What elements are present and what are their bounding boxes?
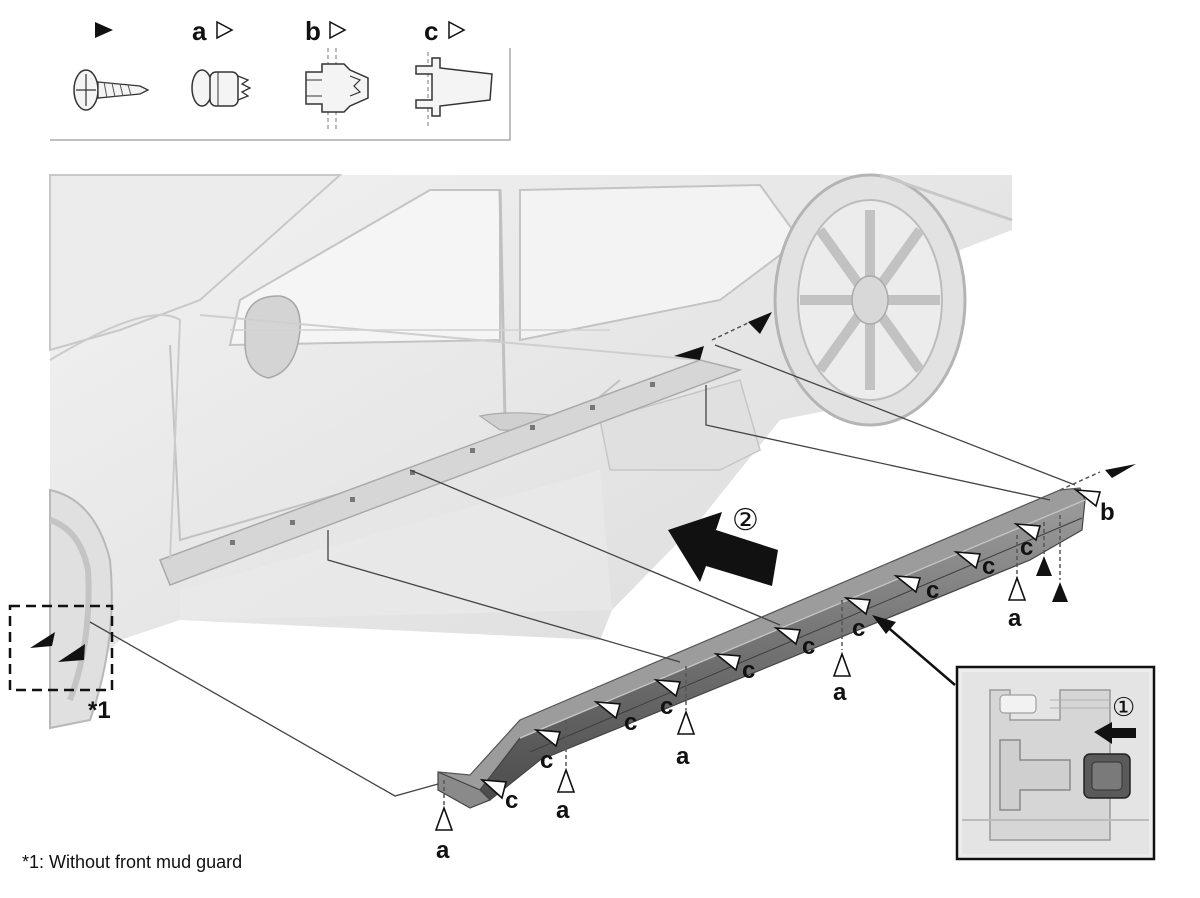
screw-marker [748,312,772,334]
clip-b-icon [305,48,369,130]
label-a: a [833,679,847,706]
legend-c-triangle-icon [448,20,466,40]
clip-detail-inset: ① [955,665,1156,861]
clip-a-marker [434,805,454,831]
label-c: c [926,577,939,604]
label-c: c [982,553,995,580]
clip-c-marker [713,652,742,672]
clip-in-inset [1083,753,1131,799]
screw-marker [1052,582,1068,602]
label-c: c [1020,534,1033,561]
screw-legend-triangle-icon [95,22,113,38]
clip-c-marker [773,626,802,646]
clip-c-marker [593,700,622,720]
door-seam-b-pillar [498,189,507,421]
label-c: c [624,709,637,736]
detail-marker-label: *1 [88,697,111,724]
label-a: a [436,837,450,864]
detail-box-1: *1 [8,604,114,724]
moulding-front-end [437,771,492,809]
clip-a-marker [832,651,852,677]
inset-pointer [872,615,956,686]
footnote: *1: Without front mud guard [22,852,242,872]
inset-pointer-arrowhead-icon [872,615,896,634]
label-a: a [556,797,570,824]
clip-a-markers [434,575,1027,831]
clip-c-marker [893,574,922,594]
clip-c-icon [415,52,493,126]
clip-dashed-lines [443,322,1101,808]
clip-a-marker [676,709,696,735]
label-c: c [852,615,865,642]
label-a: a [1008,605,1022,632]
label-c: c [742,657,755,684]
screw-markers [30,312,1136,662]
label-c: c [802,633,815,660]
front-wheel [48,488,113,730]
clip-c-marker [653,678,682,698]
screw-icon [73,69,150,111]
clip-a-icon [191,69,252,107]
label-c: c [540,747,553,774]
rear-door-lower [599,379,761,471]
legend-frame [50,48,511,141]
legend-label-a: a [192,16,207,46]
step-2-label: ② [732,503,759,538]
front-door-window [228,189,501,347]
fastener-legend: a b c [50,16,511,141]
clip-c-marker [1013,522,1042,542]
clip-b-marker [1073,488,1102,508]
screw-marker [58,644,85,662]
legend-label-c: c [424,16,438,46]
detail-box-frame [8,604,114,692]
step-1-label: ① [1112,693,1135,723]
rear-wheel [773,173,967,427]
rear-door-window [519,183,802,342]
label-c: c [660,693,673,720]
legend-b-triangle-icon [329,20,347,40]
leader-lines [89,344,1076,797]
label-a: a [676,743,690,770]
callout-labels: a a a a a b c c c c c c c c c c [436,499,1115,864]
clip-c-marker [479,779,508,800]
clip-a-marker [1007,575,1027,601]
clip-c-marker [843,596,872,616]
sill-clip-holes [230,382,655,545]
vehicle-illustration [48,173,1013,730]
clip-c-marker [953,550,982,570]
screw-marker [674,346,704,360]
removal-direction-arrow: ② [668,503,778,586]
screw-marker [1036,556,1052,576]
label-b: b [1100,499,1115,526]
legend-label-b: b [305,16,321,46]
legend-a-triangle-icon [216,20,234,40]
step-2-arrow-icon [668,512,778,586]
screw-marker [1105,464,1136,478]
clip-c-marker [533,728,562,748]
clip-c-markers [479,488,1102,800]
clip-a-marker [556,767,576,793]
screw-marker [30,632,55,648]
label-c: c [505,787,518,814]
step-1-arrow-icon [1094,722,1136,744]
vehicle-rocker-panel [159,359,743,586]
